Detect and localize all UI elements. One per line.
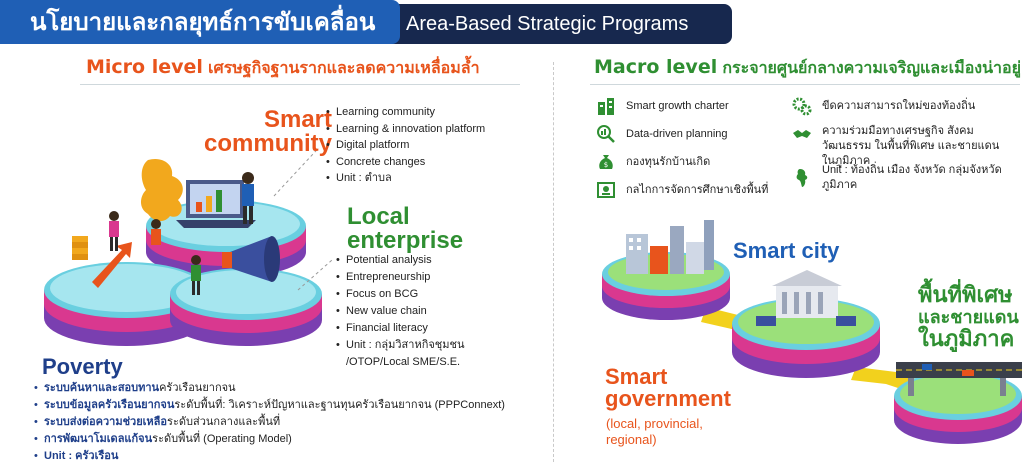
macro-level-subtitle: กระจายศูนย์กลางความเจริญและเมืองน่าอยู่ (722, 58, 1022, 77)
macro-item-capacity: ขีดความสามารถใหม่ของท้องถิ่น (792, 96, 975, 116)
macro-item-text: Data-driven planning (626, 127, 728, 140)
list-item: Focus on BCG (336, 286, 506, 303)
smart-community-heading-line2: community (204, 130, 333, 157)
list-item: Entrepreneurship (336, 269, 506, 286)
macro-item-cooperation: ความร่วมมือทางเศรษฐกิจ สังคมวัฒนธรรม ในพ… (792, 124, 1012, 169)
macro-item-text: ความร่วมมือทางเศรษฐกิจ สังคมวัฒนธรรม ในพ… (822, 125, 1000, 167)
government-building-icon (756, 270, 856, 326)
special-zone-heading-line1: พื้นที่พิเศษ (918, 283, 1013, 308)
person-icon (151, 219, 161, 245)
macro-item-fund: $ กองทุนรักบ้านเกิด (596, 152, 710, 172)
special-zone-heading: พื้นที่พิเศษ และชายแดน ในภูมิภาค (918, 283, 1019, 352)
macro-item-text: ขีดความสามารถใหม่ของท้องถิ่น (822, 99, 976, 112)
coins-icon (72, 236, 88, 260)
list-item: การพัฒนาโมเดลแก้จนระดับพื้นที่ (Operatin… (34, 431, 505, 448)
macro-platforms-illustration (602, 220, 1022, 444)
header-english-title: Area-Based Strategic Programs (392, 4, 732, 44)
macro-item-text: Smart growth charter (626, 99, 729, 112)
svg-text:$: $ (604, 161, 608, 169)
list-item-text: ระดับพื้นที่ (Operating Model) (152, 433, 292, 445)
smart-city-heading: Smart city (733, 238, 840, 263)
list-item-bold: ระบบค้นหาและสอบทาน (44, 382, 160, 394)
thailand-map-icon (141, 158, 183, 222)
city-buildings-icon (626, 220, 714, 274)
list-item: Potential analysis (336, 252, 506, 269)
platform-special-zone (894, 372, 1022, 444)
local-enterprise-heading-line2: enterprise (347, 227, 464, 254)
poverty-heading: Poverty (42, 354, 123, 379)
list-item: Financial literacy (336, 320, 506, 337)
local-enterprise-heading-line1: Local (347, 203, 410, 230)
gears-icon (792, 97, 812, 116)
money-bag-icon: $ (599, 155, 613, 169)
list-item: Unit : กลุ่มวิสาหกิจชุมชน /OTOP/Local SM… (336, 337, 506, 371)
micro-level-title: Micro level เศรษฐกิจฐานรากและลดความเหลื่… (86, 56, 480, 81)
macro-item-education: กลไกการจัดการศึกษาเชิงพื้นที่ (596, 180, 768, 200)
header-thai-title: นโยบายและกลยุทธ์การขับเคลื่อน (0, 0, 400, 44)
macro-item-smart-growth: Smart growth charter (596, 96, 729, 116)
macro-item-data-planning: Data-driven planning (596, 124, 728, 144)
platform-smart-government (732, 298, 880, 378)
list-item-bold: ระบบข้อมูลครัวเรือนยากจน (44, 399, 175, 411)
special-zone-heading-line2: และชายแดน (918, 307, 1019, 329)
list-item-bold: การพัฒนาโมเดลแก้จน (44, 433, 153, 445)
person-icon (109, 211, 119, 251)
thailand-map-icon (796, 169, 808, 187)
smart-community-heading: Smart community (204, 108, 332, 156)
micro-platforms-illustration (44, 150, 333, 346)
local-enterprise-list: Potential analysis Entrepreneurship Focu… (336, 252, 506, 371)
list-item-text: ระดับพื้นที่: วิเคราะห์ปัญหาและฐานทุนครั… (174, 399, 505, 411)
platform-poverty (44, 262, 208, 346)
list-item: Unit : ครัวเรือน (34, 448, 505, 465)
smart-government-heading: Smart government (605, 366, 731, 410)
macro-level-label: Macro level (594, 56, 718, 78)
handshake-icon (793, 130, 811, 138)
person-icon (242, 172, 254, 224)
special-zone-heading-line3: ในภูมิภาค (918, 326, 1015, 352)
list-item: Learning community (326, 104, 485, 121)
smart-community-heading-line1: Smart (263, 106, 333, 133)
smart-government-heading-line2: government (605, 386, 731, 411)
macro-level-title: Macro level กระจายศูนย์กลางความเจริญและเ… (594, 56, 1021, 81)
list-item: Unit : ตำบล (326, 170, 485, 187)
list-item: ระบบส่งต่อความช่วยเหลือระดับส่วนกลางและพ… (34, 414, 505, 431)
growth-arrow-icon (92, 242, 132, 288)
macro-item-text: กลไกการจัดการศึกษาเชิงพื้นที่ (626, 183, 769, 196)
micro-level-label: Micro level (86, 56, 203, 78)
list-item: ระบบข้อมูลครัวเรือนยากจนระดับพื้นที่: วิ… (34, 397, 505, 414)
smart-government-heading-line1: Smart (605, 364, 668, 389)
local-enterprise-heading: Local enterprise (347, 205, 463, 253)
list-item-text: ครัวเรือนยากจน (159, 382, 236, 394)
person-icon (191, 255, 201, 295)
section-divider (553, 62, 554, 462)
list-item-text: ระดับส่วนกลางและพื้นที่ (167, 416, 281, 428)
smart-government-subtitle: (local, provincial, regional) (606, 416, 703, 447)
poverty-list: ระบบค้นหาและสอบทานครัวเรือนยากจน ระบบข้อ… (34, 380, 505, 465)
megaphone-icon (222, 236, 280, 282)
list-item-bold: ระบบส่งต่อความช่วยเหลือ (44, 416, 168, 428)
macro-item-unit: Unit : ท้องถิ่น เมือง จังหวัด กลุ่มจังหว… (792, 163, 1024, 193)
platform-enterprise (170, 268, 322, 346)
macro-item-text: กองทุนรักบ้านเกิด (626, 155, 711, 168)
bridge-icon (896, 362, 1022, 396)
education-icon (597, 182, 615, 198)
micro-title-underline (80, 84, 520, 85)
list-item: ระบบค้นหาและสอบทานครัวเรือนยากจน (34, 380, 505, 397)
list-item: Concrete changes (326, 154, 485, 171)
macro-title-underline (590, 84, 1020, 85)
macro-item-text: Unit : ท้องถิ่น เมือง จังหวัด กลุ่มจังหว… (822, 164, 1002, 191)
data-chart-icon (597, 125, 615, 143)
list-item: Digital platform (326, 137, 485, 154)
smart-community-list: Learning community Learning & innovation… (326, 104, 485, 187)
list-item-bold: Unit : ครัวเรือน (44, 450, 119, 462)
list-item: New value chain (336, 303, 506, 320)
micro-level-subtitle: เศรษฐกิจฐานรากและลดความเหลื่อมล้ำ (208, 58, 480, 77)
buildings-icon (598, 98, 614, 115)
list-item: Learning & innovation platform (326, 121, 485, 138)
